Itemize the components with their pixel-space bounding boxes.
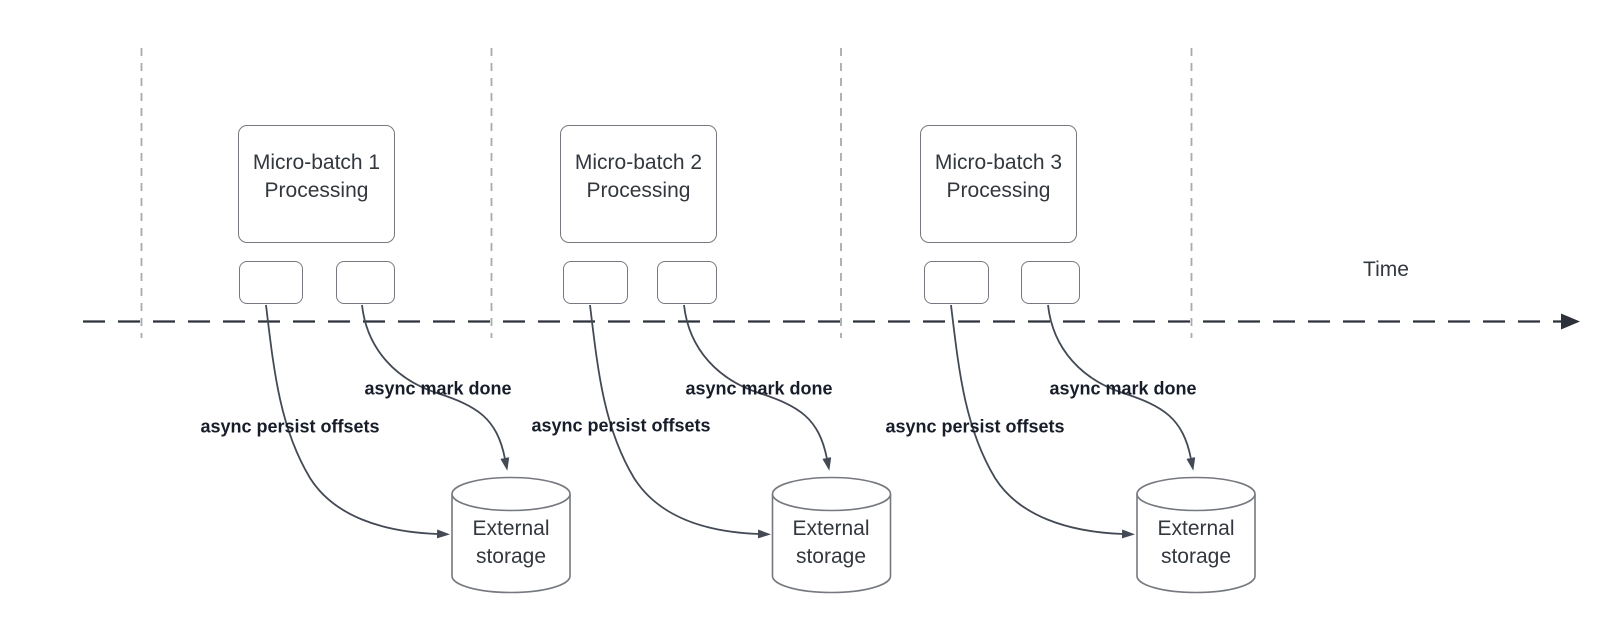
timeline-arrowhead — [1561, 313, 1580, 330]
microbatch-3-persist-task-box — [924, 261, 989, 304]
mark-done-label-1: async mark done — [364, 378, 512, 399]
external-storage-label-3: External storage — [1157, 517, 1235, 568]
external-storage-label-1: External storage — [472, 517, 550, 568]
microbatch-3-done-task-box — [1021, 261, 1080, 304]
mark-done-label-3: async mark done — [1049, 378, 1197, 399]
external-storage-cylinder-2 — [771, 476, 892, 594]
external-storage-cylinder-3 — [1136, 476, 1256, 594]
persist-offsets-label-3: async persist offsets — [885, 416, 1065, 437]
mark-done-arrow-3 — [1047, 304, 1196, 471]
microbatch-2-persist-task-box — [563, 261, 628, 304]
mark-done-arrow-2 — [683, 304, 832, 471]
persist-offsets-label-1: async persist offsets — [200, 416, 380, 437]
external-storage-label-2: External storage — [792, 517, 870, 568]
microbatch-2-box: Micro-batch 2 Processing — [560, 125, 717, 243]
microbatch-1-persist-task-box — [239, 261, 303, 304]
mark-done-label-2: async mark done — [685, 378, 833, 399]
persist-offsets-arrow-2 — [589, 304, 771, 539]
microbatch-1-box: Micro-batch 1 Processing — [238, 125, 395, 243]
mark-done-arrow-1 — [361, 304, 510, 471]
microbatch-1-done-task-box — [336, 261, 395, 304]
external-storage-cylinder-1 — [451, 476, 571, 594]
persist-offsets-arrow-3 — [950, 304, 1135, 539]
time-axis-label: Time — [1363, 258, 1409, 281]
persist-offsets-label-2: async persist offsets — [531, 415, 711, 436]
persist-offsets-arrow-1 — [265, 304, 450, 539]
microbatch-3-box: Micro-batch 3 Processing — [920, 125, 1077, 243]
microbatch-2-done-task-box — [657, 261, 717, 304]
